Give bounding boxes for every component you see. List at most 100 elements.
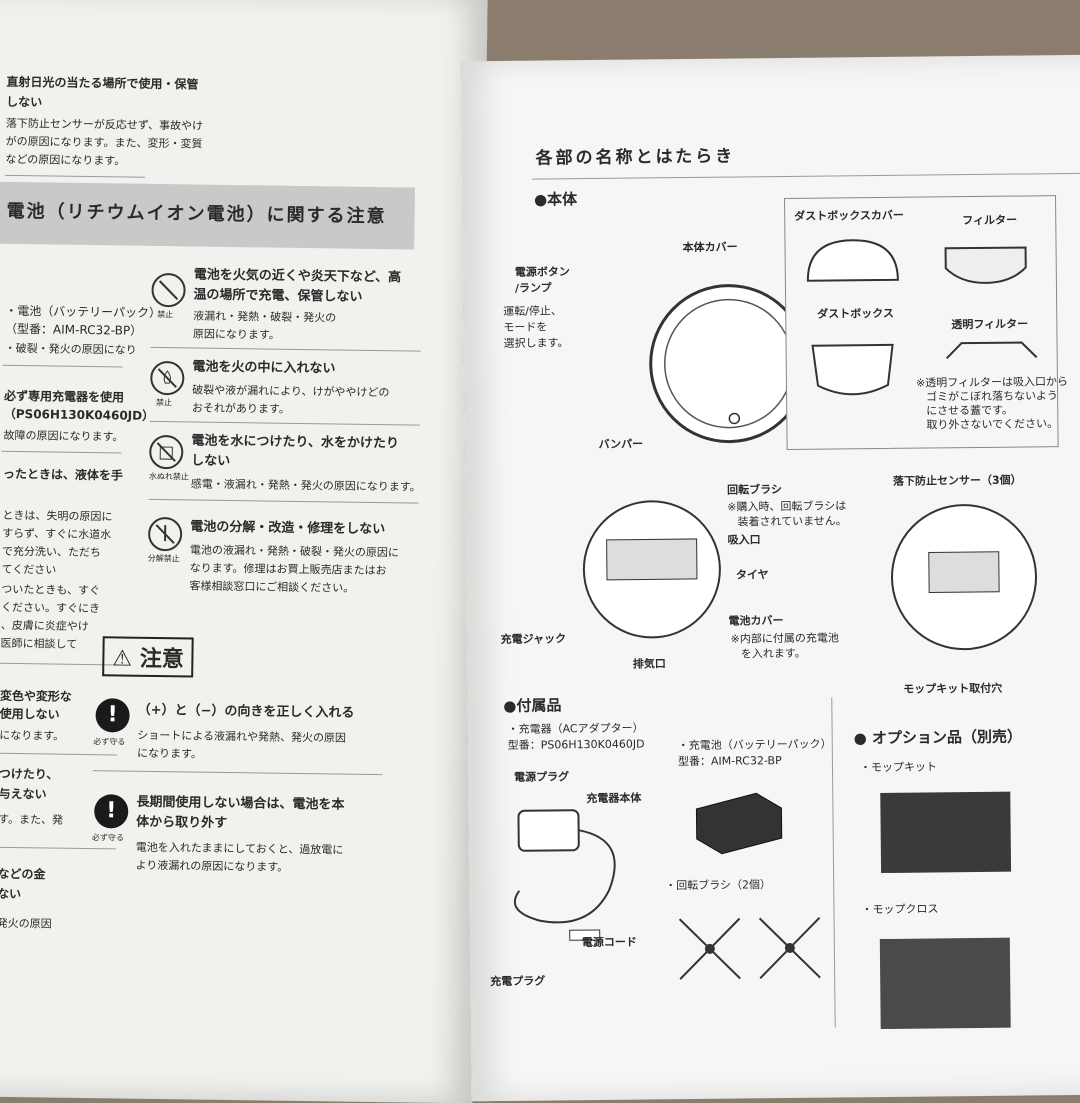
top-line-1: 直射日光の当たる場所で使用・保管 bbox=[6, 75, 198, 93]
col1-line: ・破裂・発火の原因になり bbox=[5, 342, 137, 358]
item-desc: おそれがあります。 bbox=[192, 401, 290, 416]
col1-line: などの金 bbox=[0, 867, 45, 883]
item-title: しない bbox=[191, 453, 230, 470]
rotary-brush-diagram bbox=[669, 908, 830, 990]
dustbox-cover-diagram bbox=[802, 235, 903, 286]
col1-line: 必ず専用充電器を使用 bbox=[4, 389, 124, 406]
caution-desc: ショートによる液漏れや発熱、発火の原因 bbox=[137, 729, 346, 746]
col1-line: 、皮膚に炎症やけ bbox=[1, 619, 89, 634]
caution-box: ⚠ 注意 bbox=[102, 636, 194, 677]
icon-label: 必ず守る bbox=[93, 736, 125, 747]
caution-desc: になります。 bbox=[137, 747, 202, 762]
lamp-label: /ランプ bbox=[515, 281, 552, 295]
charge-plug-label: 充電プラグ bbox=[490, 975, 545, 989]
divider bbox=[0, 753, 117, 756]
col1-line: 変色や変形な bbox=[0, 689, 72, 705]
col1-line: ない bbox=[0, 887, 21, 902]
no-water-icon bbox=[149, 435, 183, 469]
right-page: 各部の名称とはたらき ●本体 電源ボタン /ランプ 運転/停止、 モードを 選択… bbox=[461, 55, 1080, 1102]
divider bbox=[151, 347, 421, 352]
col1-line: で充分洗い、ただち bbox=[2, 545, 101, 560]
item-desc: 電池の液漏れ・発熱・破裂・発火の原因に bbox=[190, 543, 399, 560]
warning-triangle-icon: ⚠ bbox=[112, 646, 132, 671]
top-line-2: しない bbox=[6, 95, 42, 111]
run-stop-label: 選択します。 bbox=[503, 336, 568, 350]
icon-label: 分解禁止 bbox=[148, 553, 180, 564]
section-title: 各部の名称とはたらき bbox=[535, 147, 735, 170]
mop-kit-image bbox=[880, 792, 1011, 873]
caution-title: 長期間使用しない場合は、電池を本 bbox=[136, 795, 344, 814]
item-title: 電池の分解・改造・修理をしない bbox=[190, 519, 385, 538]
battery-line: 型番：AIM-RC32-BP bbox=[678, 754, 782, 769]
prohibited-icon bbox=[151, 273, 185, 307]
divider bbox=[0, 847, 116, 850]
charger-line: ・充電器（ACアダプター） bbox=[508, 722, 644, 737]
no-fire-icon bbox=[150, 361, 184, 395]
mop-kit-label: ・モップキット bbox=[860, 760, 937, 775]
icon-label: 必ず守る bbox=[92, 832, 124, 843]
intake-label: 吸入口 bbox=[728, 533, 761, 547]
item-desc: 原因になります。 bbox=[193, 327, 280, 342]
col1-line: 使用しない bbox=[0, 707, 60, 723]
clear-filter-diagram bbox=[941, 337, 1041, 368]
battery-pack-diagram bbox=[686, 788, 787, 859]
top-line-4: がの原因になります。また、変形・変質 bbox=[6, 135, 203, 151]
col1-line: 発火の原因 bbox=[0, 917, 52, 932]
icon-label: 水ぬれ禁止 bbox=[149, 471, 189, 483]
rotary-note: ※購入時、回転ブラシは bbox=[727, 499, 846, 514]
item-desc: 液漏れ・発熱・破裂・発火の bbox=[193, 309, 336, 325]
robot-bottom-diagram bbox=[551, 498, 752, 640]
icon-label: 禁止 bbox=[157, 309, 173, 320]
dustbox-label: ダストボックス bbox=[817, 307, 894, 322]
divider bbox=[2, 365, 122, 368]
col1-line: ときは、失明の原因に bbox=[2, 509, 112, 524]
battery-line: ・充電池（バッテリーパック） bbox=[678, 738, 832, 753]
fall-sensor-label: 落下防止センサー（3個） bbox=[893, 474, 1022, 489]
charger-line: 型番：PS06H130K0460JD bbox=[508, 737, 645, 752]
rotary-note: 装着されていません。 bbox=[737, 514, 846, 529]
clear-filter-note: ※透明フィルターは吸入口から bbox=[916, 375, 1068, 390]
battery-note: を入れます。 bbox=[741, 647, 806, 661]
power-button-label: 電源ボタン bbox=[515, 265, 570, 279]
divider bbox=[149, 499, 419, 504]
power-cord-label: 電源コード bbox=[582, 936, 637, 950]
col1-line: てください bbox=[2, 563, 57, 578]
power-plug-label: 電源プラグ bbox=[514, 770, 569, 784]
battery-note: ※内部に付属の充電池 bbox=[731, 631, 839, 646]
item-title: 電池を火の中に入れない bbox=[192, 359, 335, 377]
icon-label: 禁止 bbox=[156, 397, 172, 408]
top-line-3: 落下防止センサーが反応せず、事故やけ bbox=[6, 117, 203, 134]
col1-line: （PS06H130K0460JD） bbox=[4, 407, 155, 424]
caution-title: （+）と（−）の向きを正しく入れる bbox=[138, 703, 355, 722]
battery-cover-label: 電池カバー bbox=[728, 614, 783, 628]
divider bbox=[0, 663, 118, 666]
col1-line: になります。 bbox=[0, 729, 64, 744]
accessories-heading: ●付属品 bbox=[503, 696, 561, 715]
divider bbox=[1, 451, 121, 454]
col1-line: 医師に相談して bbox=[1, 637, 78, 652]
caution-desc: 電池を入れたままにしておくと、過放電に bbox=[136, 841, 344, 858]
run-stop-label: 運転/停止、 bbox=[503, 304, 562, 318]
col1-line: ください。すぐにき bbox=[1, 601, 100, 616]
col1-line: すらず、すぐに水道水 bbox=[2, 527, 111, 542]
caution-desc: より液漏れの原因になります。 bbox=[135, 859, 288, 875]
item-desc: 破裂や液が漏れにより、けがややけどの bbox=[192, 383, 390, 400]
col1-line: ったときは、液体を手 bbox=[3, 467, 123, 484]
item-title: 電池を火気の近くや炎天下など、高 bbox=[194, 267, 402, 286]
col1-line: ついたときも、すぐ bbox=[1, 583, 100, 598]
bumper-label: バンパー bbox=[599, 437, 644, 451]
mop-cloth-label: ・モップクロス bbox=[861, 902, 938, 917]
clear-filter-note: 取り外さないでください。 bbox=[926, 417, 1058, 432]
col1-line: す。また、発 bbox=[0, 813, 63, 828]
col1-line: 故障の原因になります。 bbox=[3, 429, 123, 444]
dustbox-cover-label: ダストボックスカバー bbox=[794, 209, 904, 224]
col1-line: ・電池（バッテリーパック） bbox=[5, 304, 161, 321]
divider bbox=[831, 698, 835, 1028]
item-desc: 客様相談窓口にご相談ください。 bbox=[189, 579, 354, 595]
robot-top-diagram bbox=[563, 268, 764, 410]
left-page: 直射日光の当たる場所で使用・保管 しない 落下防止センサーが反応せず、事故やけ … bbox=[0, 0, 488, 1103]
divider bbox=[5, 175, 145, 178]
mop-cloth-image bbox=[880, 938, 1011, 1029]
options-heading: ● オプション品（別売） bbox=[854, 728, 1022, 749]
filter-label: フィルター bbox=[962, 214, 1017, 228]
